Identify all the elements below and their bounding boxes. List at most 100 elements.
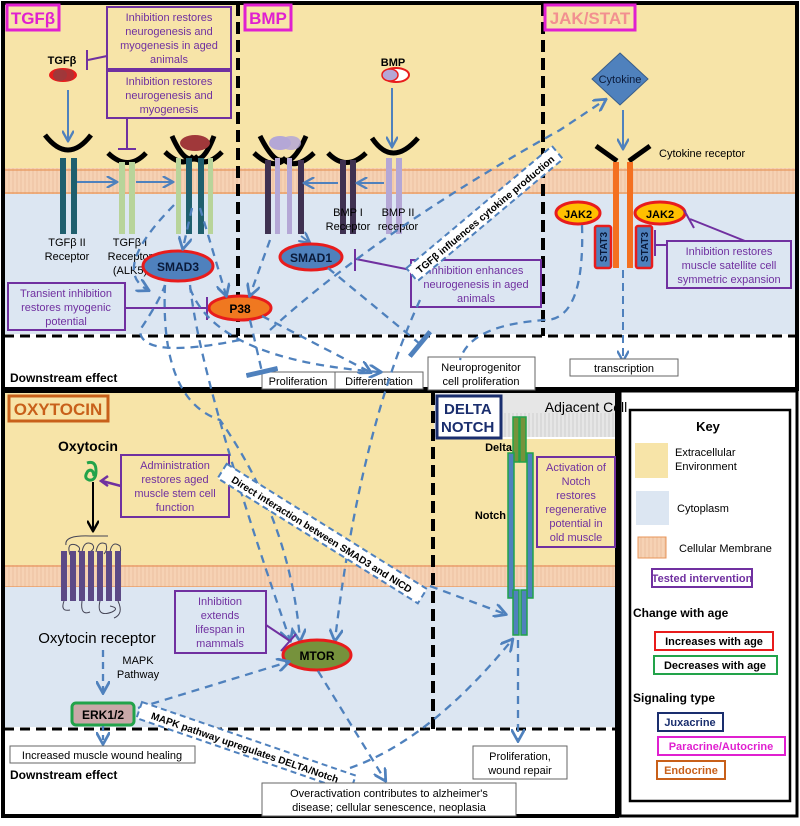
svg-text:Tested intervention: Tested intervention <box>652 573 753 585</box>
tgfb-i-receptor: TGFβ I Receptor (ALK5) <box>106 151 153 277</box>
bmp-receptor-complex <box>252 134 316 234</box>
svg-text:Overactivation contributes to: Overactivation contributes to alzheimer'… <box>290 788 488 800</box>
transcription-outcome: transcription <box>569 358 679 377</box>
cytokine-receptor: Cytokine receptor <box>594 143 746 268</box>
delta-ligand: Delta <box>485 416 527 463</box>
svg-text:BMP: BMP <box>249 9 287 28</box>
svg-text:Transient inhibition: Transient inhibition <box>20 288 112 300</box>
erk-node: ERK1/2 <box>70 701 136 727</box>
svg-text:animals: animals <box>150 54 188 66</box>
svg-text:myogenesis: myogenesis <box>140 104 199 116</box>
svg-text:Differentiation: Differentiation <box>345 376 413 388</box>
svg-text:wound repair: wound repair <box>487 765 552 777</box>
tgfb-ligand: TGFβ <box>48 55 77 82</box>
deltanotch-intervention-1: Activation of Notch restores regenerativ… <box>536 456 616 548</box>
svg-text:Cellular Membrane: Cellular Membrane <box>679 543 772 555</box>
svg-text:JAK/STAT: JAK/STAT <box>550 9 631 28</box>
svg-text:TGFβ II: TGFβ II <box>48 237 86 249</box>
svg-text:neurogenesis and: neurogenesis and <box>125 90 212 102</box>
svg-text:STAT3: STAT3 <box>640 231 651 262</box>
top-downstream-label: Downstream effect <box>10 371 117 385</box>
svg-text:function: function <box>156 502 195 514</box>
svg-text:potential in: potential in <box>549 518 602 530</box>
bmp-i-receptor: BMP I Receptor <box>326 151 371 234</box>
oxytocin-receptor: Oxytocin receptor <box>38 535 156 647</box>
svg-text:Receptor: Receptor <box>45 251 90 263</box>
svg-text:restores aged: restores aged <box>141 474 208 486</box>
svg-text:TGFβ I: TGFβ I <box>113 237 147 249</box>
mapk-label-1: MAPK <box>122 655 154 667</box>
tgfb-intervention-2: Inhibition restores neurogenesis and myo… <box>106 70 232 150</box>
outcome-mtor-overactivation: Overactivation contributes to alzheimer'… <box>261 782 517 817</box>
stat3-right: STAT3 <box>634 224 654 270</box>
tgfb-receptor-complex <box>163 134 224 234</box>
panel-title-delta-notch: DELTA NOTCH <box>435 394 503 440</box>
svg-text:BMP II: BMP II <box>382 207 415 219</box>
svg-text:Inhibition restores: Inhibition restores <box>126 12 213 24</box>
oxytocin-ligand: Oxytocin <box>58 438 118 482</box>
svg-text:NOTCH: NOTCH <box>441 419 494 436</box>
svg-text:cell proliferation: cell proliferation <box>442 376 519 388</box>
svg-text:Environment: Environment <box>675 461 737 473</box>
key-change-heading: Change with age <box>633 606 729 620</box>
svg-text:ERK1/2: ERK1/2 <box>82 708 124 722</box>
jak2-left: JAK2 <box>554 200 602 226</box>
svg-text:Oxytocin: Oxytocin <box>58 438 118 454</box>
key-item-cytoplasm: Cytoplasm <box>636 491 729 525</box>
svg-text:Inhibition enhances: Inhibition enhances <box>429 265 524 277</box>
key-item-endocrine: Endocrine <box>656 760 726 780</box>
svg-text:TGFβ: TGFβ <box>11 9 55 28</box>
outcome-proliferation-wound-repair: Proliferation, wound repair <box>472 745 568 780</box>
svg-text:Juxacrine: Juxacrine <box>664 717 715 729</box>
svg-text:restores: restores <box>556 490 596 502</box>
panel-title-jakstat: JAK/STAT <box>543 3 637 32</box>
oxytocin-intervention-1: Administration restores aged muscle stem… <box>98 454 230 518</box>
smad1-node: SMAD1 <box>278 242 344 272</box>
svg-text:Cytokine receptor: Cytokine receptor <box>659 148 746 160</box>
key-item-increases: Increases with age <box>654 631 774 651</box>
svg-text:JAK2: JAK2 <box>646 209 674 221</box>
svg-text:P38: P38 <box>229 302 251 316</box>
svg-text:myogenesis in aged: myogenesis in aged <box>120 40 218 52</box>
mtor-node: MTOR <box>281 638 353 672</box>
svg-text:mammals: mammals <box>196 638 244 650</box>
panel-title-tgfb: TGFβ <box>5 3 61 32</box>
svg-text:MTOR: MTOR <box>299 649 334 663</box>
cytokine-node: Cytokine <box>591 52 649 106</box>
notch-receptor: Notch <box>475 452 534 636</box>
dashed-signaling-arrows <box>132 100 605 640</box>
svg-text:Administration: Administration <box>140 460 210 472</box>
svg-text:Receptor: Receptor <box>326 221 371 233</box>
svg-text:extends: extends <box>201 610 240 622</box>
svg-text:Proliferation,: Proliferation, <box>489 751 551 763</box>
outcome-neuroprogenitor: Neuroprogenitor cell proliferation <box>427 356 536 391</box>
oxytocin-intervention-2: Inhibition extends lifespan in mammals <box>174 590 297 654</box>
svg-text:regenerative: regenerative <box>545 504 606 516</box>
panel-title-oxytocin: OXYTOCIN <box>7 394 110 423</box>
svg-text:BMP: BMP <box>381 57 405 69</box>
svg-text:Activation of: Activation of <box>546 462 607 474</box>
tgfb-intervention-1: Inhibition restores neurogenesis and myo… <box>86 6 232 70</box>
svg-text:JAK2: JAK2 <box>564 209 592 221</box>
outcome-differentiation: Differentiation <box>334 371 424 390</box>
svg-text:transcription: transcription <box>594 363 654 375</box>
bmp-ii-receptor: BMP II receptor <box>369 136 420 234</box>
key-legend: Key Extracellular Environment Cytoplasm … <box>628 408 792 803</box>
dashed-signaling-arrows-bottom <box>137 640 518 780</box>
svg-text:Inhibition restores: Inhibition restores <box>686 246 773 258</box>
svg-text:Extracellular: Extracellular <box>675 447 736 459</box>
key-item-paracrine: Paracrine/Autocrine <box>657 736 786 756</box>
smad3-node: SMAD3 <box>141 249 215 283</box>
panel-title-bmp: BMP <box>243 3 293 32</box>
p38-node: P38 <box>207 294 273 322</box>
svg-text:symmetric expansion: symmetric expansion <box>677 274 780 286</box>
svg-text:Notch: Notch <box>475 510 506 522</box>
stat3-left: STAT3 <box>593 224 613 270</box>
outcome-muscle-wound-healing: Increased muscle wound healing <box>9 745 196 764</box>
bmp-ligand: BMP <box>381 57 410 83</box>
svg-text:Neuroprogenitor: Neuroprogenitor <box>441 362 521 374</box>
svg-text:Inhibition: Inhibition <box>198 596 242 608</box>
svg-text:BMP I: BMP I <box>333 207 363 219</box>
key-signaling-heading: Signaling type <box>633 691 715 705</box>
